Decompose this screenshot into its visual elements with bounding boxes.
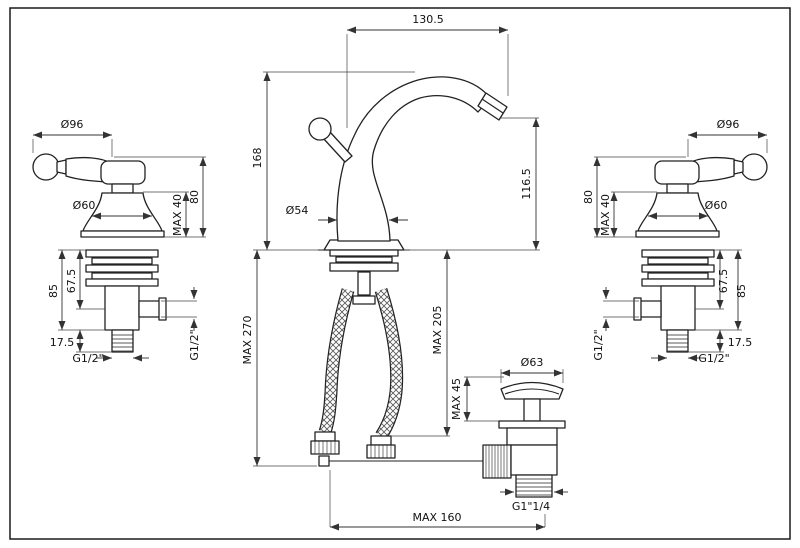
right-valve-drawing (633, 153, 768, 353)
dim-left-bottom-thread: G1/2" (72, 352, 103, 365)
dim-right-67-5: 67.5 (717, 269, 730, 294)
spout-dimensions: 130.5 168 Ø54 116.5 MAX 270 MAX 205 MAX … (241, 13, 540, 467)
dim-right-85: 85 (735, 284, 748, 298)
drain-drawing (482, 381, 566, 498)
left-valve-dimensions: Ø96 Ø60 MAX 40 80 67.5 85 17.5 G1/2" G1/… (32, 118, 207, 365)
dim-left-handle-diameter: Ø96 (61, 118, 84, 131)
dim-drain-diameter: Ø63 (521, 356, 544, 369)
dim-left-height-80: 80 (188, 190, 201, 204)
dim-left-67-5: 67.5 (65, 269, 78, 294)
dim-max-45: MAX 45 (450, 378, 463, 420)
dim-right-base-diameter: Ø60 (705, 199, 728, 212)
dim-max-160: MAX 160 (412, 511, 461, 524)
left-valve-drawing (32, 153, 167, 353)
left-valve-outlet (138, 300, 162, 318)
dim-max-205: MAX 205 (431, 305, 444, 354)
right-handle-ball (740, 153, 768, 181)
drain-tailpipe (515, 474, 553, 498)
dim-max-270: MAX 270 (241, 315, 254, 364)
dim-spout-outlet-height: 116.5 (520, 168, 533, 200)
dim-right-bottom-thread: G1/2" (698, 352, 729, 365)
left-handle-ball (32, 153, 60, 181)
dim-left-17-5: 17.5 (50, 336, 75, 349)
dim-left-85: 85 (47, 284, 60, 298)
right-valve-outlet (638, 300, 662, 318)
dim-left-max-deck: MAX 40 (171, 194, 184, 236)
drain-popup-cap (500, 381, 564, 400)
drain-flange (498, 420, 566, 429)
dim-right-side-thread: G1/2" (592, 329, 605, 360)
drain-body (510, 444, 558, 476)
left-valve-body (104, 285, 140, 331)
dim-drain-thread: G1"1/4 (512, 500, 550, 513)
right-valve-dimensions: Ø96 Ø60 MAX 40 80 67.5 85 17.5 G1/2" G1/… (582, 118, 768, 365)
right-valve-tailpiece (666, 329, 689, 353)
drain-rod-joint (482, 444, 512, 479)
dim-spout-base-diameter: Ø54 (286, 204, 309, 217)
spout-drawing (308, 76, 508, 467)
drain-dimensions: Ø63 G1"1/4 MAX 160 (329, 356, 568, 531)
dim-right-17-5: 17.5 (728, 336, 753, 349)
dim-right-handle-diameter: Ø96 (717, 118, 740, 131)
spout-lever-ball (308, 117, 332, 141)
right-valve-body (660, 285, 696, 331)
dim-left-side-thread: G1/2" (188, 329, 201, 360)
dim-right-max-deck: MAX 40 (599, 194, 612, 236)
left-valve-tailpiece (111, 329, 134, 353)
dim-right-height-80: 80 (582, 190, 595, 204)
dim-spout-height: 168 (251, 148, 264, 169)
dim-left-base-diameter: Ø60 (73, 199, 96, 212)
dim-spout-reach: 130.5 (412, 13, 444, 26)
